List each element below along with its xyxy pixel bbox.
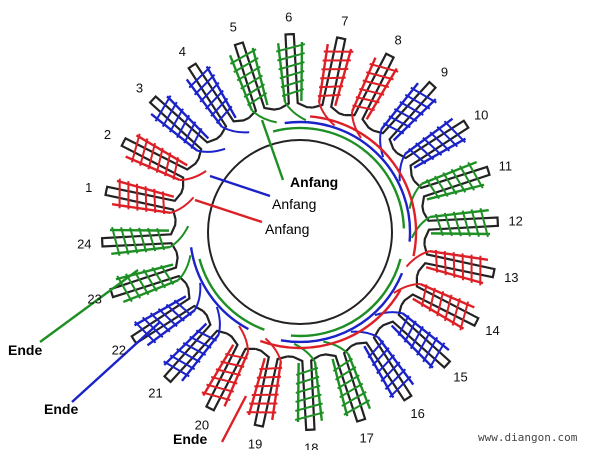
slot-number-1: 1 — [85, 180, 92, 195]
coil-slot-2 — [125, 133, 207, 182]
slot-number-10: 10 — [474, 107, 488, 122]
label-start-green: Anfang — [290, 174, 338, 190]
slot-number-21: 21 — [148, 386, 162, 401]
slot-number-18: 18 — [304, 441, 318, 450]
stator-slot-outline — [104, 185, 185, 220]
coil-slot-11 — [408, 160, 485, 209]
stator-slot-outline — [415, 244, 496, 279]
connection-arc-red-upper — [309, 115, 418, 257]
connection-arc-green-left — [198, 258, 265, 331]
lead-wires — [39, 119, 285, 443]
stator-slot-outline — [312, 36, 347, 117]
slot-number-5: 5 — [230, 20, 237, 35]
label-end-green: Ende — [8, 342, 42, 358]
slot-number-20: 20 — [195, 418, 209, 433]
coil-slot-21 — [163, 306, 221, 382]
lead-end-blue — [71, 321, 161, 403]
slot-number-22: 22 — [112, 343, 126, 358]
slot-number-24: 24 — [77, 236, 91, 251]
slot-number-19: 19 — [248, 436, 262, 450]
stator-slot-outline — [187, 62, 250, 136]
coil-slot-12 — [410, 207, 491, 239]
slot-number-14: 14 — [485, 323, 499, 338]
connection-arc-red-lower — [259, 289, 402, 350]
label-start-red: Anfang — [265, 221, 309, 237]
stator-ring — [100, 32, 500, 432]
lead-start-red — [194, 198, 263, 224]
slot-number-9: 9 — [441, 65, 448, 80]
stator-slot-outline — [372, 80, 438, 154]
slot-number-11: 11 — [499, 158, 513, 173]
lead-end-red — [220, 395, 248, 443]
stator-slot-outline — [253, 347, 288, 428]
slot-number-16: 16 — [410, 406, 424, 421]
stator-slot-outline — [279, 32, 313, 110]
coil-slot-19 — [246, 337, 283, 421]
slot-number-3: 3 — [136, 81, 143, 96]
stator-slot-outline — [344, 52, 396, 132]
stator-slot-outline — [319, 345, 367, 423]
slot-number-12: 12 — [508, 214, 522, 229]
stator-slot-outline — [109, 251, 187, 299]
stator-slot-outline — [396, 119, 470, 182]
stator-slot-outline — [148, 94, 222, 160]
connection-arc-blue-left — [189, 247, 249, 331]
slot-number-2: 2 — [104, 127, 111, 142]
slot-number-17: 17 — [359, 430, 373, 445]
coil-slot-23 — [115, 255, 192, 304]
coil-slot-20 — [201, 325, 250, 407]
coil-slot-5 — [228, 47, 277, 124]
stator-slot-outline — [233, 41, 281, 119]
coil-slot-13 — [405, 249, 489, 286]
lead-end-green — [39, 269, 139, 343]
connection-arc-blue-upper — [284, 120, 412, 242]
stator-slot-outline — [204, 332, 256, 412]
stator-slot-outline — [287, 354, 321, 432]
slot-number-23: 23 — [87, 292, 101, 307]
watermark: www.diangon.com — [478, 431, 578, 444]
coil-slot-16 — [350, 330, 415, 399]
stator-slot-outline — [162, 310, 228, 384]
coil-slot-8 — [350, 57, 399, 139]
coil-slot-17 — [323, 340, 372, 417]
slot-number-8: 8 — [394, 33, 401, 48]
connection-arc-green-lower — [290, 258, 402, 338]
label-end-blue: Ende — [44, 401, 78, 417]
stator-slot-outline — [413, 165, 491, 213]
stator-slot-outline — [422, 211, 500, 245]
coil-slot-18 — [293, 342, 325, 423]
rotor-bore — [207, 139, 393, 325]
coil-slot-24 — [109, 225, 190, 257]
coil-slot-10 — [398, 117, 467, 182]
label-end-red: Ende — [173, 431, 207, 447]
stator-slot-outline — [350, 328, 413, 402]
lead-start-green — [260, 119, 285, 181]
stator-slot-outline — [100, 219, 178, 253]
coil-group — [109, 41, 491, 423]
stator-slot-outline — [120, 136, 200, 188]
label-start-blue: Anfang — [272, 196, 316, 212]
coil-slot-7 — [317, 43, 354, 127]
end-connections — [189, 115, 418, 350]
coil-slot-1 — [111, 178, 195, 215]
slot-number-4: 4 — [179, 44, 186, 59]
coil-slot-6 — [275, 41, 307, 122]
stator-slot-outline — [378, 304, 452, 370]
coil-slot-3 — [150, 95, 226, 153]
connection-arc-green-upper — [272, 126, 406, 229]
coil-slot-4 — [185, 65, 250, 134]
slot-number-7: 7 — [341, 14, 348, 29]
slot-number-13: 13 — [504, 270, 518, 285]
coil-slot-15 — [374, 311, 450, 369]
connection-arc-blue-lower — [280, 272, 404, 344]
slot-number-6: 6 — [285, 9, 292, 24]
coil-slot-9 — [379, 82, 437, 158]
stator-slot-outline — [400, 276, 480, 328]
lead-start-blue — [209, 174, 271, 198]
coil-slot-14 — [393, 282, 475, 331]
slot-number-15: 15 — [453, 370, 467, 385]
